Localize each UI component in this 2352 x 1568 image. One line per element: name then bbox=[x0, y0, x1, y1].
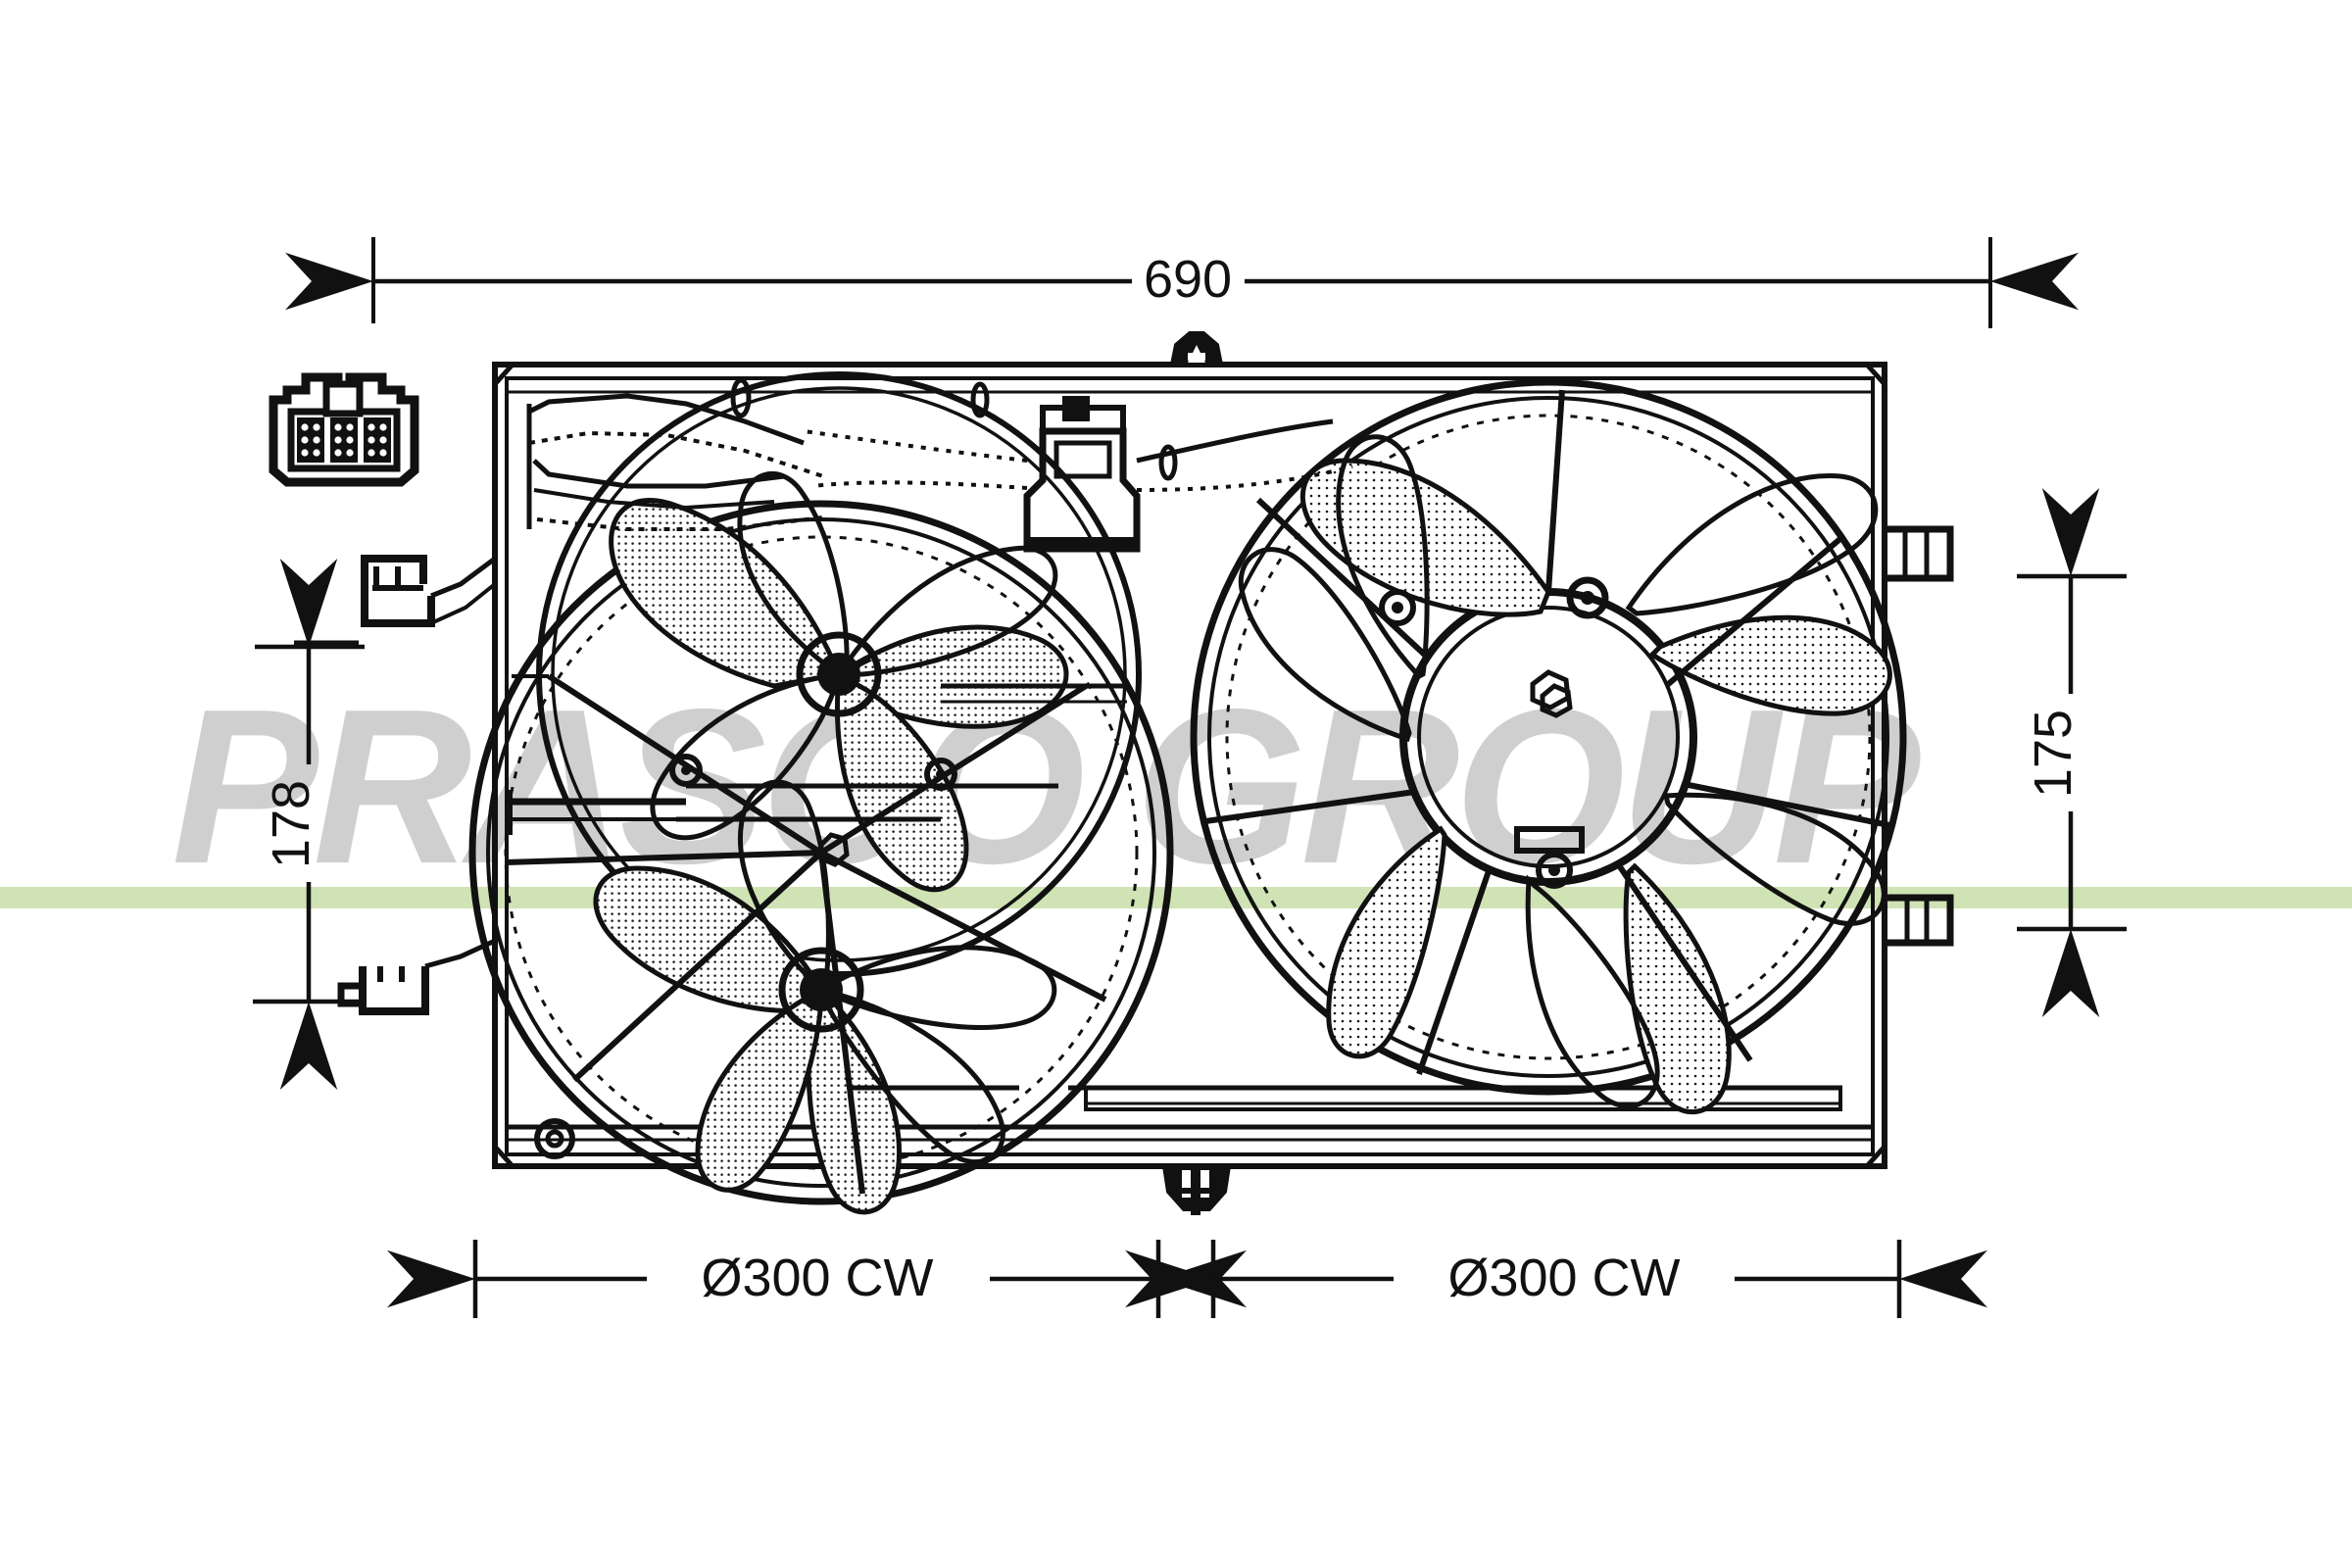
right-fan-diameter-dimension bbox=[1125, 1240, 1987, 1318]
right-fan-blade-assembly bbox=[1190, 378, 1907, 1115]
wiring-harness-detail bbox=[526, 377, 1353, 553]
top-mounting-tab bbox=[1169, 331, 1224, 367]
green-highlight-stripe bbox=[0, 887, 2352, 908]
overall-width-dimension bbox=[285, 237, 2079, 328]
fan-shroud-frame bbox=[492, 362, 1887, 1169]
right-side-spigot bbox=[1885, 525, 1954, 947]
electrical-connector-3-pin bbox=[269, 372, 419, 487]
left-mounting-bracket bbox=[294, 555, 497, 646]
right-height-dimension bbox=[2017, 488, 2127, 1017]
right-height-dimension-label: 175 bbox=[2024, 710, 2082, 798]
left-lower-foot bbox=[337, 938, 497, 1015]
shroud-inner-rails bbox=[507, 683, 1127, 1091]
bottom-mounting-tab bbox=[1161, 1164, 1232, 1215]
left-height-dimension-label: 178 bbox=[262, 780, 320, 868]
overall-width-dimension-label: 690 bbox=[1144, 250, 1232, 309]
left-fan-diameter-label: Ø300 CW bbox=[701, 1249, 933, 1307]
right-fan-diameter-label: Ø300 CW bbox=[1447, 1249, 1680, 1307]
